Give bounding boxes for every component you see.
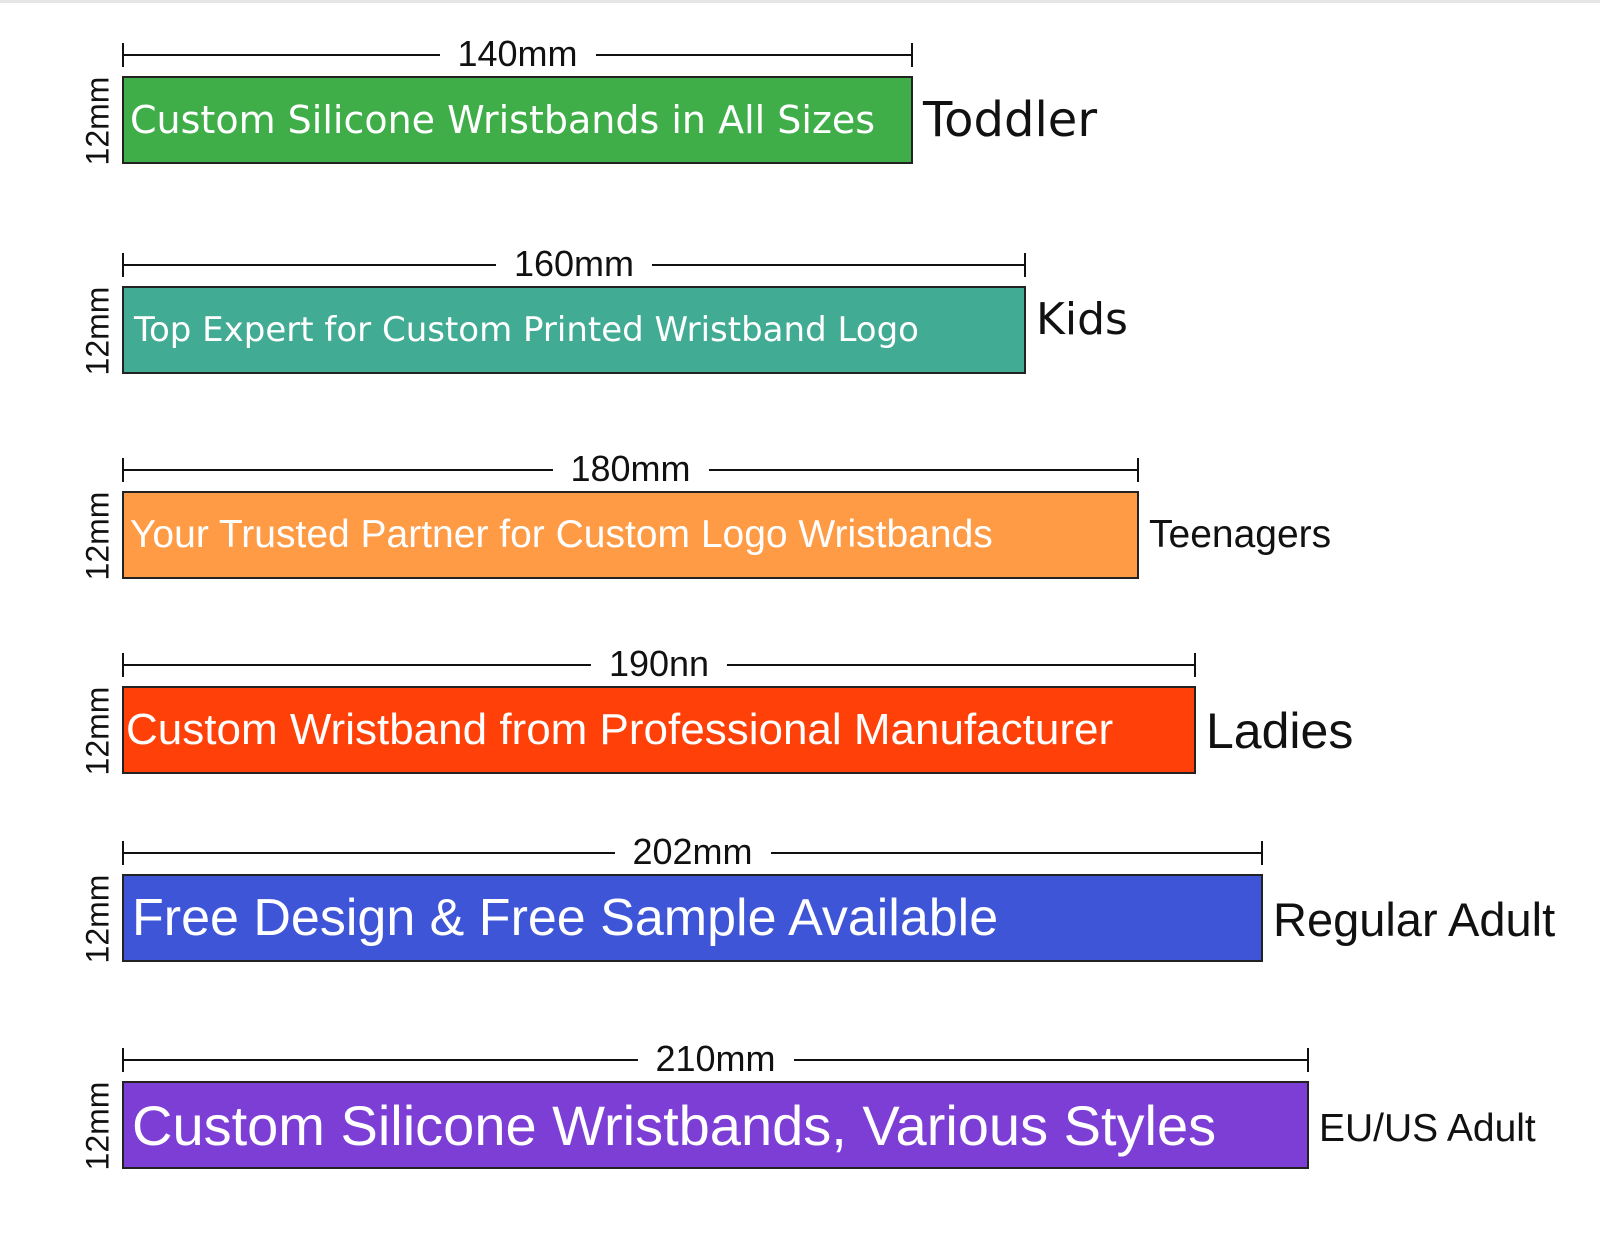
length-label: 180mm [552, 449, 709, 489]
wristband-text: Custom Wristband from Professional Manuf… [126, 705, 1114, 754]
length-label: 140mm [439, 34, 596, 74]
dimension-tick-right [1137, 458, 1139, 482]
wristband-text: Custom Silicone Wristbands in All Sizes [130, 98, 876, 142]
dimension-tick-left [122, 841, 124, 865]
wristband-text: Your Trusted Partner for Custom Logo Wri… [130, 513, 993, 556]
length-dimension: 180mm [122, 449, 1139, 489]
size-name-label: Regular Adult [1273, 893, 1556, 946]
wristband-row-kids: 160mm 12mm Top Expert for Custom Printed… [0, 244, 1600, 430]
dimension-tick-right [1024, 253, 1026, 277]
wristband-row-toddler: 140mm 12mm Custom Silicone Wristbands in… [0, 34, 1600, 220]
height-label: 12mm [79, 491, 116, 581]
length-dimension: 210mm [122, 1039, 1309, 1079]
wristband-text: Free Design & Free Sample Available [132, 889, 999, 947]
height-label: 12mm [79, 686, 116, 776]
size-name-label: Teenagers [1149, 513, 1332, 556]
wristband-bar: Top Expert for Custom Printed Wristband … [122, 286, 1026, 374]
height-label: 12mm [79, 286, 116, 376]
wristband-text: Custom Silicone Wristbands, Various Styl… [132, 1093, 1217, 1157]
size-name-label: Kids [1036, 294, 1128, 345]
wristband-bar: Free Design & Free Sample Available [122, 874, 1263, 962]
dimension-tick-right [911, 43, 913, 67]
length-dimension: 202mm [122, 832, 1263, 872]
wristband-row-teenagers: 180mm 12mm Your Trusted Partner for Cust… [0, 449, 1600, 635]
size-name-label: Toddler [923, 92, 1098, 148]
height-label: 12mm [79, 874, 116, 964]
wristband-row-eu-us-adult: 210mm 12mm Custom Silicone Wristbands, V… [0, 1039, 1600, 1225]
dimension-tick-right [1261, 841, 1263, 865]
wristband-bar: Your Trusted Partner for Custom Logo Wri… [122, 491, 1139, 579]
dimension-tick-right [1194, 653, 1196, 677]
height-label: 12mm [79, 1081, 116, 1171]
height-label: 12mm [79, 76, 116, 166]
length-dimension: 190nn [122, 644, 1196, 684]
top-divider [0, 0, 1600, 3]
length-label: 210mm [637, 1039, 794, 1079]
dimension-tick-left [122, 43, 124, 67]
wristband-row-ladies: 190nn 12mm Custom Wristband from Profess… [0, 644, 1600, 830]
length-label: 190nn [590, 644, 728, 684]
size-name-label: EU/US Adult [1319, 1107, 1536, 1150]
wristband-bar: Custom Silicone Wristbands, Various Styl… [122, 1081, 1309, 1169]
length-dimension: 140mm [122, 34, 913, 74]
wristband-text: Top Expert for Custom Printed Wristband … [134, 310, 919, 350]
dimension-tick-left [122, 1048, 124, 1072]
dimension-tick-left [122, 458, 124, 482]
dimension-tick-left [122, 653, 124, 677]
length-dimension: 160mm [122, 244, 1026, 284]
length-label: 160mm [495, 244, 653, 284]
size-name-label: Ladies [1206, 703, 1354, 759]
wristband-bar: Custom Wristband from Professional Manuf… [122, 686, 1196, 774]
wristband-bar: Custom Silicone Wristbands in All Sizes [122, 76, 913, 164]
length-label: 202mm [614, 832, 771, 872]
dimension-tick-right [1307, 1048, 1309, 1072]
dimension-tick-left [122, 253, 124, 277]
wristband-row-regular-adult: 202mm 12mm Free Design & Free Sample Ava… [0, 832, 1600, 1018]
